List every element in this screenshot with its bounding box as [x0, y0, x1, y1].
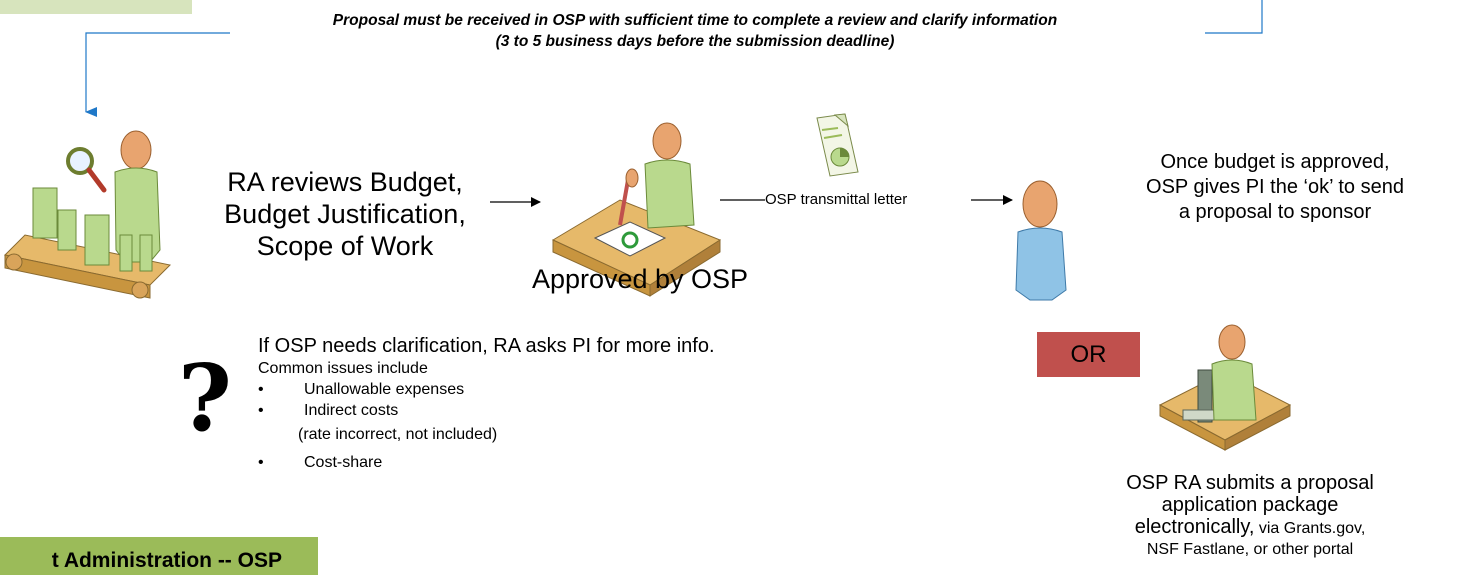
transmittal-label: OSP transmittal letter — [765, 191, 908, 208]
top-banner — [0, 0, 192, 14]
or-box: OR — [1037, 332, 1140, 377]
clarification-sub: Common issues include — [258, 360, 428, 377]
review-line1: RA reviews Budget, — [227, 167, 463, 197]
header-note-line1: Proposal must be received in OSP with su… — [332, 12, 1058, 29]
bullet: • — [258, 402, 264, 419]
ok-line1: Once budget is approved, — [1160, 151, 1390, 173]
blue-connector-left — [85, 32, 230, 117]
submit-line4: NSF Fastlane, or other portal — [1146, 541, 1354, 558]
or-label: OR — [1070, 341, 1107, 368]
submit-line3-a: electronically, — [1134, 516, 1255, 538]
approved-label: Approved by OSP — [531, 264, 749, 294]
blue-connector — [1205, 0, 1263, 34]
header-note: Proposal must be received in OSP with su… — [170, 10, 1220, 52]
submit-line3-b: via Grants.gov, — [1254, 520, 1366, 537]
bullet: • — [258, 454, 264, 471]
review-text: RA reviews Budget, Budget Justification,… — [190, 166, 500, 262]
issue-label: Indirect costs — [304, 402, 399, 419]
question-mark-icon: ? — [178, 344, 232, 452]
bottom-banner: t Administration -- OSP — [0, 537, 318, 575]
issue-label: Unallowable expenses — [304, 381, 465, 398]
ok-line2: OSP gives PI the ‘ok’ to send — [1146, 176, 1404, 198]
ok-line3: a proposal to sponsor — [1178, 201, 1372, 223]
clarification-block: If OSP needs clarification, RA asks PI f… — [258, 334, 898, 473]
submit-text: OSP RA submits a proposal application pa… — [1070, 472, 1430, 561]
issue-note: (rate incorrect, not included) — [298, 426, 498, 443]
issue-item: • Indirect costs — [258, 400, 898, 421]
review-line3: Scope of Work — [256, 231, 434, 261]
submit-line3: electronically, via Grants.gov, — [1070, 516, 1430, 539]
header-note-line2: (3 to 5 business days before the submiss… — [495, 33, 895, 50]
issue-item: • Unallowable expenses — [258, 379, 898, 400]
review-line2: Budget Justification, — [224, 199, 466, 229]
submit-line2: application package — [1161, 494, 1339, 516]
clarification-heading: If OSP needs clarification, RA asks PI f… — [258, 335, 715, 357]
bottom-banner-text: t Administration -- OSP — [51, 549, 282, 572]
ok-text: Once budget is approved, OSP gives PI th… — [1090, 150, 1460, 225]
bullet: • — [258, 381, 264, 398]
issue-item: • Cost-share — [258, 452, 898, 473]
issue-label: Cost-share — [304, 454, 383, 471]
magnifier-icon — [66, 147, 107, 193]
issues-list-2: • Cost-share — [258, 452, 898, 473]
issues-list: • Unallowable expenses • Indirect costs — [258, 379, 898, 421]
submit-line1: OSP RA submits a proposal — [1126, 472, 1374, 494]
